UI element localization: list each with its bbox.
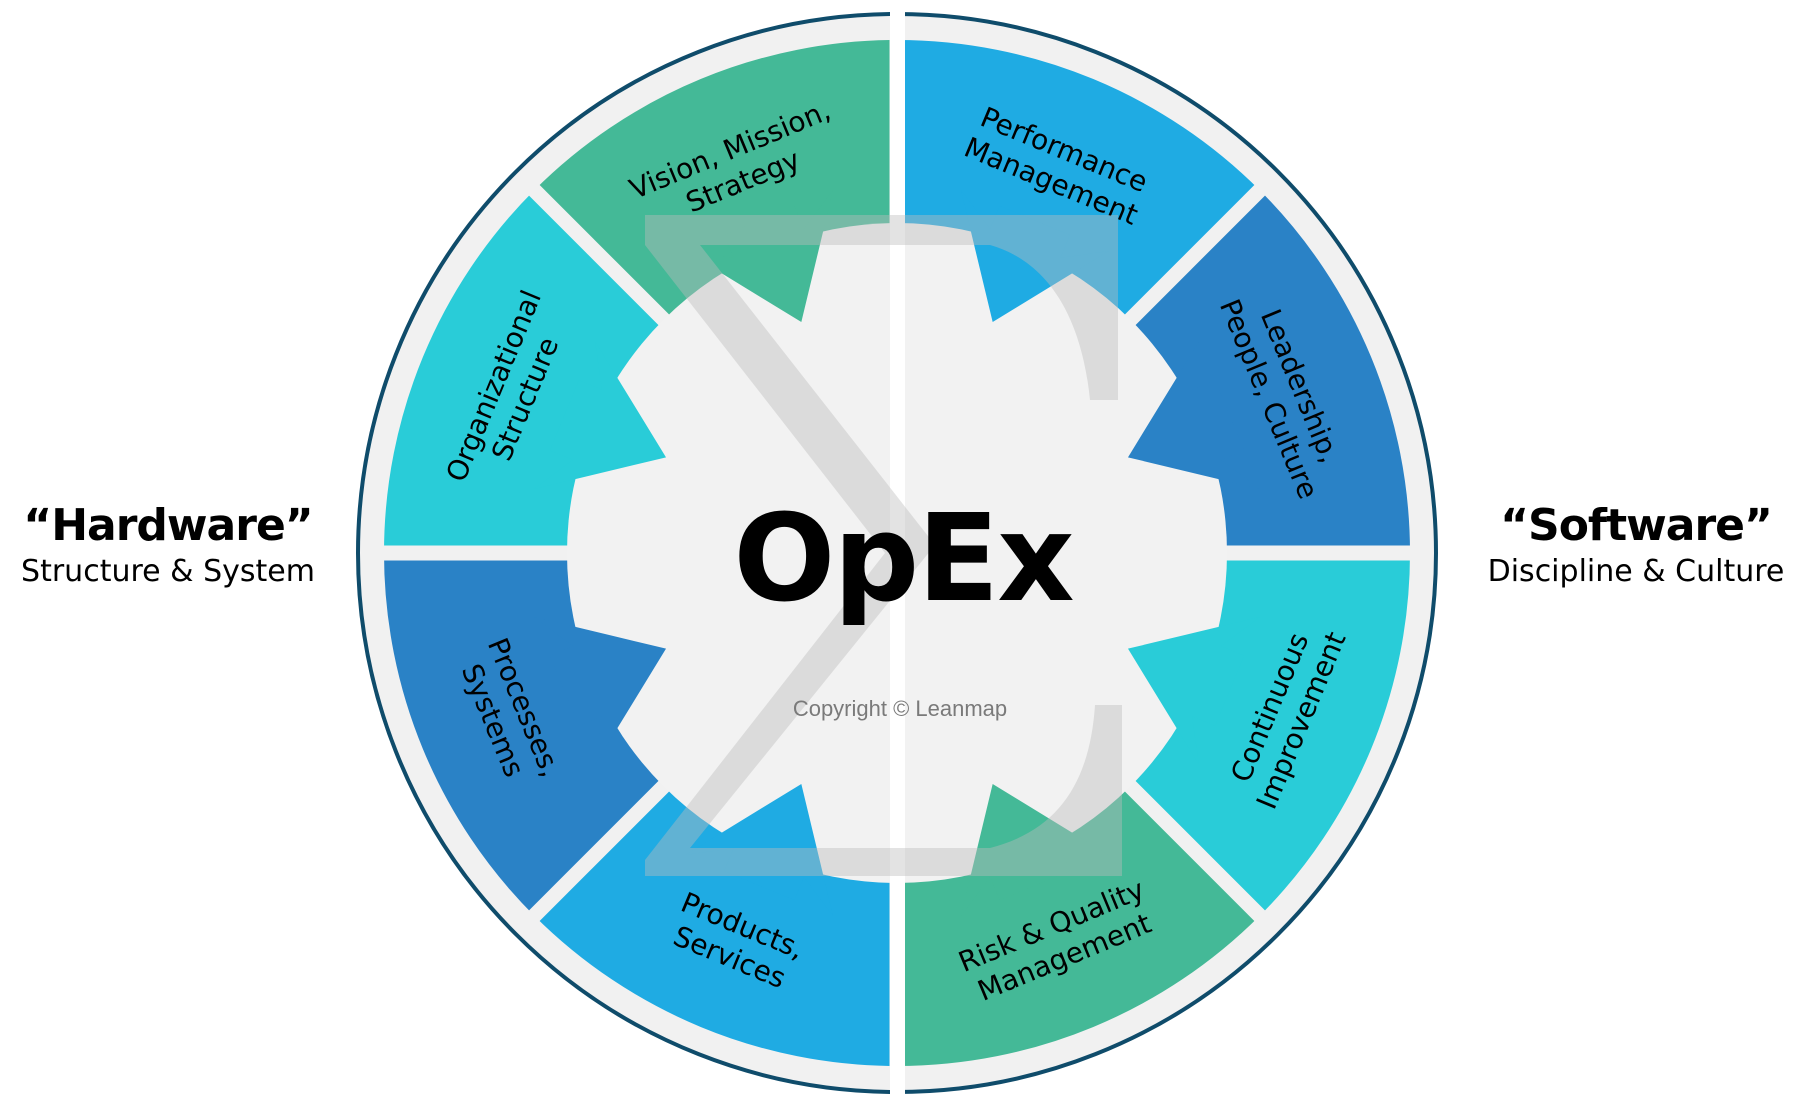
arrow-performance-management-icon — [960, 189, 1109, 323]
arrow-products-services-icon — [685, 783, 834, 917]
opex-title: OpEx — [733, 490, 1073, 629]
arrow-risk-quality-management-icon — [960, 783, 1109, 917]
vertical-divider — [890, 0, 905, 1110]
copyright-text: Copyright © Leanmap — [793, 696, 1007, 721]
hardware-subtitle: Structure & System — [21, 554, 315, 589]
arrow-continuous-improvement-icon — [1127, 616, 1261, 765]
arrow-processes-systems-icon — [533, 616, 667, 765]
arrow-vision-mission-strategy-icon — [685, 189, 834, 323]
software-title: “Software” — [1500, 500, 1773, 551]
arrow-organizational-structure-icon — [533, 341, 667, 490]
software-label: “Software” Discipline & Culture — [1466, 500, 1806, 592]
hardware-label: “Hardware” Structure & System — [0, 500, 336, 592]
arrows-group — [533, 189, 1261, 917]
software-subtitle: Discipline & Culture — [1487, 554, 1785, 589]
sigma-watermark-icon — [645, 215, 1122, 876]
arrow-leadership-people-culture-icon — [1127, 341, 1261, 490]
hardware-title: “Hardware” — [23, 500, 313, 551]
